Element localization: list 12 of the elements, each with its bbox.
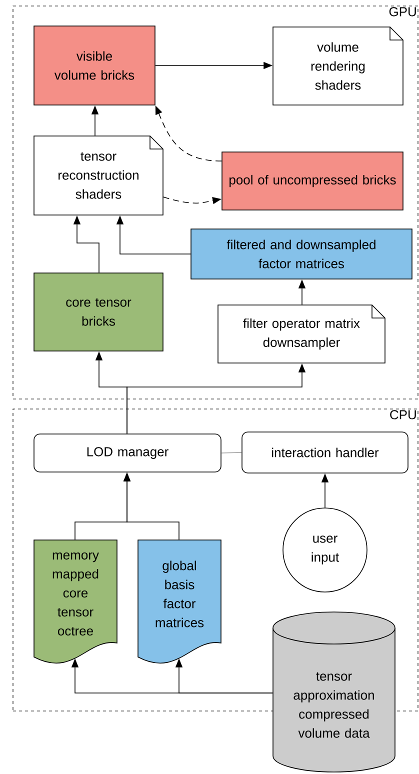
data-box: pool of uncompressed bricks: [222, 152, 404, 210]
data-box: core tensor bricks: [34, 272, 164, 352]
shader-document: volume rendering shaders: [272, 26, 404, 106]
data-box: visible volume bricks: [34, 26, 156, 106]
data-document: global basis factor matrices: [138, 540, 222, 664]
data-document: memory mapped core tensor octree: [34, 540, 118, 664]
database-cylinder: tensor approximation compressed volume data: [272, 612, 396, 772]
process-document: filter operator matrix downsampler: [218, 304, 386, 364]
process-box: interaction handler: [242, 432, 408, 474]
shader-document: tensor reconstruction shaders: [34, 136, 164, 216]
data-box: filtered and downsampled factor matrices: [190, 228, 412, 280]
process-box: LOD manager: [34, 434, 222, 472]
